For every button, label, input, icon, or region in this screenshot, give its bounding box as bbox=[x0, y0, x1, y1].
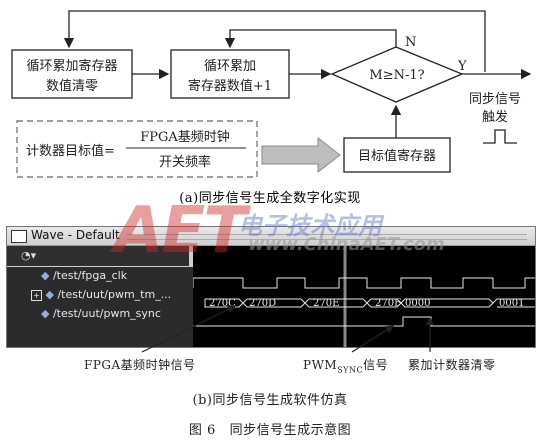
bus-wave bbox=[204, 298, 535, 308]
clear-annotation: 累加计数器清零 bbox=[408, 358, 496, 372]
target-register-text: 目标值寄存器 bbox=[358, 148, 436, 164]
sync-annotation: PWMSYNC信号 bbox=[303, 356, 388, 374]
wave-toolbar: ◔▾ bbox=[7, 246, 189, 266]
wave-title-bar: Wave - Default bbox=[7, 227, 535, 246]
feedback-loop-n bbox=[224, 29, 397, 49]
wave-window-icon bbox=[11, 230, 27, 243]
cursor-menu-icon[interactable]: ◔▾ bbox=[21, 249, 37, 262]
bus-value: 0001 bbox=[499, 298, 524, 309]
sync-label-sub: SYNC bbox=[337, 365, 364, 375]
feedback-loop-outer bbox=[63, 10, 486, 72]
wave-window-title: Wave - Default bbox=[31, 228, 120, 242]
arrow-sync bbox=[351, 325, 395, 353]
label-n: N bbox=[405, 35, 416, 50]
arrow-clk bbox=[141, 305, 237, 353]
formula-denominator: 开关频率 bbox=[159, 154, 211, 170]
signal-name: /test/uut/pwm_tm_... bbox=[57, 288, 172, 301]
clk-annotation: FPGA基频时钟信号 bbox=[84, 358, 196, 372]
signal-row-pwm-sync[interactable]: ◆ /test/uut/pwm_sync bbox=[11, 307, 161, 325]
annotation-arrows bbox=[141, 305, 435, 353]
compare-text: M≥N-1? bbox=[369, 68, 424, 83]
sync-out-line1: 同步信号 bbox=[469, 92, 521, 107]
compare-diamond bbox=[330, 46, 464, 103]
target-register-box bbox=[343, 137, 451, 173]
sync-label-post: 信号 bbox=[363, 358, 389, 372]
title-grip bbox=[127, 234, 527, 240]
watermark-cn: 电子技术应用 bbox=[238, 211, 382, 240]
waveform-plot: 270C 270D 270E 270F 0000 0001 bbox=[193, 246, 535, 347]
formula-box bbox=[16, 120, 258, 178]
sync-out-line2: 触发 bbox=[482, 109, 508, 125]
diamond-icon: ◆ bbox=[41, 307, 50, 320]
wave-window: Wave - Default ◔▾ ◆ /test/fpga_clk + ◆ /… bbox=[6, 226, 536, 348]
bus-value: 270F bbox=[375, 298, 401, 309]
figure-caption: 图 6 同步信号生成示意图 bbox=[188, 423, 352, 438]
signal-name: /test/uut/pwm_sync bbox=[52, 307, 161, 320]
signal-row-fpga-clk[interactable]: ◆ /test/fpga_clk bbox=[11, 269, 127, 287]
diamond-icon: ◆ bbox=[41, 269, 50, 282]
diamond-icon: ◆ bbox=[45, 288, 54, 301]
sync-wave bbox=[193, 316, 535, 327]
block-diagram: 循环累加寄存器 数值清零 循环累加 寄存器数值+1 M≥N-1? N Y 同步信… bbox=[11, 10, 532, 206]
bus-value: 270E bbox=[313, 298, 339, 309]
add-register-box bbox=[170, 49, 290, 99]
watermark-url: www.ChinaAET.com bbox=[248, 234, 445, 255]
bus-value: 270D bbox=[249, 298, 276, 309]
bus-value: 0000 bbox=[405, 298, 430, 309]
bus-value: 270C bbox=[209, 298, 236, 309]
clear-box-line1: 循环累加寄存器 bbox=[26, 58, 117, 74]
pulse-icon bbox=[483, 129, 517, 144]
signal-row-pwm-tm[interactable]: + ◆ /test/uut/pwm_tm_... bbox=[11, 288, 171, 306]
add-box-line1: 循环累加 bbox=[204, 59, 256, 74]
caption-a: (a)同步信号生成全数字化实现 bbox=[179, 190, 360, 206]
clear-box-line2: 数值清零 bbox=[46, 78, 98, 94]
formula-numerator: FPGA基频时钟 bbox=[140, 129, 230, 145]
add-box-line2: 寄存器数值+1 bbox=[188, 78, 272, 94]
caption-b: (b)同步信号生成软件仿真 bbox=[192, 393, 348, 408]
clk-wave bbox=[193, 277, 535, 289]
label-y: Y bbox=[457, 59, 467, 74]
formula-lhs: 计数器目标值= bbox=[26, 143, 115, 159]
gray-arrow bbox=[261, 136, 341, 174]
signal-name-pane: ◆ /test/fpga_clk + ◆ /test/uut/pwm_tm_..… bbox=[7, 267, 193, 347]
watermark-logo: AET bbox=[114, 194, 247, 268]
signal-name: /test/fpga_clk bbox=[52, 269, 128, 282]
sync-label-pre: PWM bbox=[303, 358, 338, 372]
